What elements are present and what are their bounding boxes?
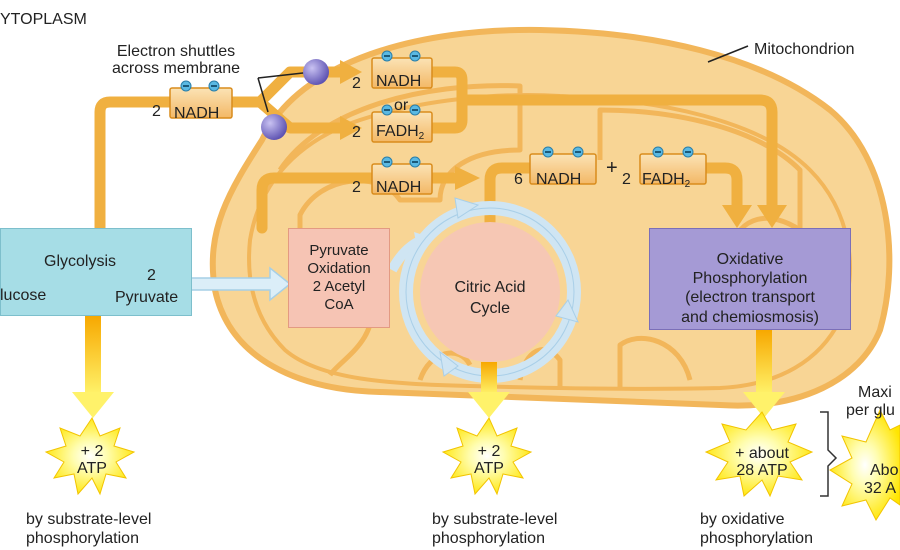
- cycle-fadh2-text: FADH: [642, 171, 685, 188]
- atp-glycolysis-note-1: by substrate-level: [26, 511, 152, 528]
- pyruvate-line-3: 2 Acetyl: [312, 278, 366, 295]
- electron-minus-signs: [183, 55, 691, 163]
- max-yield-line-1: Maxi: [858, 384, 892, 401]
- atp-cycle-note-2: phosphorylation: [432, 530, 545, 548]
- atp-oxphos-unit: 28 ATP: [736, 461, 788, 479]
- atp-down-arrows: [72, 316, 785, 418]
- atp-glycolysis-label: + 2 ATP: [52, 443, 132, 478]
- atp-glycolysis-amount: + 2: [80, 443, 104, 460]
- pyruvate-line-4: CoA: [324, 296, 354, 313]
- atp-stars: [44, 408, 900, 522]
- orange-pathway-arrows: [94, 66, 778, 246]
- oxphos-line-2: Phosphorylation: [692, 270, 808, 288]
- pyruvate-oxidation-box: [288, 228, 390, 328]
- glycolysis-output-count: 2: [147, 267, 156, 284]
- plus-sign: +: [606, 157, 618, 179]
- pyruvate-nadh-label: NADH: [376, 179, 422, 196]
- atp-cycle-amount: + 2: [477, 443, 501, 460]
- atp-oxphos-label: + about 28 ATP: [716, 445, 808, 480]
- atp-cycle-unit: ATP: [474, 459, 504, 477]
- total-bracket: [820, 411, 838, 497]
- glycolysis-box: [0, 228, 192, 316]
- mito-nadh-count: 2: [352, 75, 361, 92]
- max-yield-line-2: per glu: [846, 402, 895, 420]
- mitochondrion-leader-line: [707, 45, 749, 63]
- atp-glycolysis-note-2: phosphorylation: [26, 530, 139, 548]
- pyruvate-oxidation-text: Pyruvate Oxidation 2 Acetyl CoA: [288, 242, 390, 314]
- shuttle-label-line-2: across membrane: [111, 59, 241, 77]
- pyruvate-line-1: Pyruvate: [309, 242, 369, 259]
- mito-fadh2-label: FADH2: [376, 123, 425, 143]
- or-label: or: [394, 97, 409, 114]
- cycle-label-line-1: Citric Acid: [454, 279, 526, 296]
- cycle-fadh2-subscript: 2: [684, 179, 691, 190]
- atp-cycle-note: by substrate-level phosphorylation: [432, 510, 557, 548]
- mito-nadh-label: NADH: [376, 73, 422, 90]
- glycolysis-input: lucose: [0, 287, 47, 304]
- total-atp-line-1: Abo: [870, 462, 899, 479]
- total-atp-label: Abo 32 A: [864, 462, 899, 499]
- orange-arrowheads: [340, 60, 787, 228]
- shuttle-label-line-1: Electron shuttles: [116, 43, 236, 60]
- total-atp-line-2: 32 A: [864, 480, 897, 498]
- mitochondrion-label: Mitochondrion: [754, 41, 855, 58]
- oxidative-phosphorylation-text: Oxidative Phosphorylation (electron tran…: [649, 250, 851, 327]
- max-yield-label: Maxi per glu: [846, 384, 895, 421]
- cycle-nadh-count: 6: [514, 171, 523, 188]
- atp-cycle-note-1: by substrate-level: [432, 511, 558, 528]
- glycolysis-title: Glycolysis: [44, 253, 117, 270]
- atp-glycolysis-note: by substrate-level phosphorylation: [26, 510, 151, 548]
- mito-fadh2-text: FADH: [376, 123, 419, 140]
- pyruvate-nadh-count: 2: [352, 179, 361, 196]
- glycolysis-output: Pyruvate: [115, 289, 179, 306]
- cycle-fadh2-label: FADH2: [642, 171, 691, 191]
- cytoplasm-label: YTOPLASM: [0, 11, 87, 28]
- atp-oxphos-note-2: phosphorylation: [700, 530, 813, 548]
- oxphos-line-3: (electron transport: [685, 289, 815, 307]
- shuttle-spheres: [257, 59, 329, 140]
- citric-acid-cycle-label: Citric Acid Cycle: [430, 278, 550, 320]
- shuttle-label: Electron shuttles across membrane: [96, 43, 256, 78]
- cycle-label-line-2: Cycle: [469, 299, 510, 317]
- oxphos-line-1: Oxidative: [716, 251, 784, 268]
- atp-oxphos-note: by oxidative phosphorylation: [700, 510, 813, 548]
- mito-fadh2-count: 2: [352, 124, 361, 141]
- shuttle-nadh-count: 2: [152, 103, 161, 120]
- atp-oxphos-note-1: by oxidative: [700, 511, 785, 528]
- shuttle-nadh-label: NADH: [174, 105, 220, 122]
- atp-oxphos-amount: + about: [735, 445, 789, 462]
- atp-cycle-label: + 2 ATP: [449, 443, 529, 478]
- oxphos-line-4: and chemiosmosis): [681, 308, 819, 326]
- pyruvate-line-2: Oxidation: [307, 260, 371, 277]
- cycle-fadh2-count: 2: [622, 171, 631, 188]
- mito-fadh2-subscript: 2: [418, 131, 425, 142]
- atp-glycolysis-unit: ATP: [77, 459, 107, 477]
- carrier-chips: [169, 57, 707, 195]
- cycle-nadh-label: NADH: [536, 171, 582, 188]
- oxidative-phosphorylation-box: [649, 228, 851, 330]
